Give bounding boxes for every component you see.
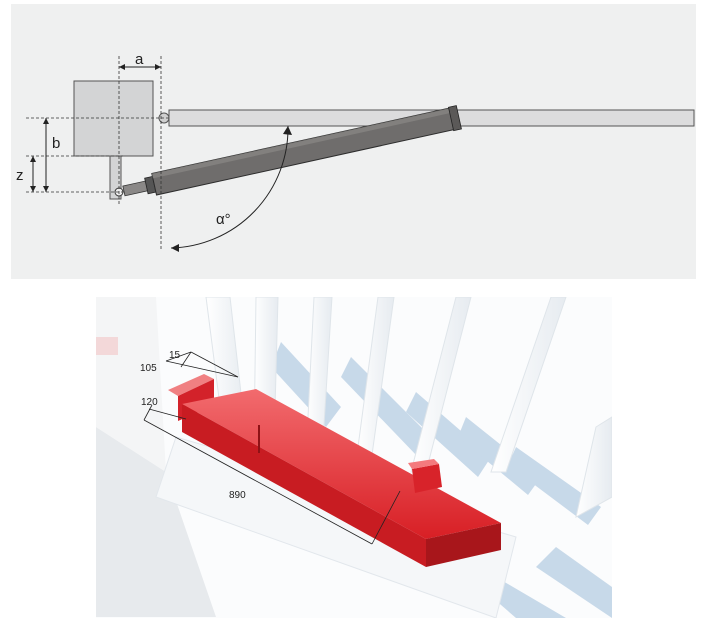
dim-z-label: z	[16, 167, 24, 184]
rear-mount	[109, 155, 122, 200]
pillar-block	[96, 427, 216, 617]
installation-plan-diagram: a b z α°	[11, 4, 696, 279]
pillar-bracket	[73, 80, 154, 157]
angle-alpha-label: α°	[216, 211, 231, 228]
dim-b-label: b	[52, 135, 60, 152]
actuator	[122, 105, 462, 197]
dim-890-label: 890	[229, 490, 246, 501]
pillar-reflection	[96, 337, 118, 355]
red-motor	[168, 374, 501, 567]
dim-120-label: 120	[141, 397, 158, 408]
render-drawing: 15 105 120 890	[96, 297, 612, 618]
dim-a-label: a	[135, 51, 144, 68]
angle-arc	[170, 125, 289, 249]
reference-lines	[26, 56, 171, 250]
plan-view-drawing: a b z α°	[16, 51, 695, 252]
dim-15-label: 15	[169, 350, 181, 361]
motor-dimensions-render: 15 105 120 890	[96, 297, 612, 618]
dim-105-label: 105	[140, 363, 157, 374]
dimension-lines	[143, 351, 401, 545]
